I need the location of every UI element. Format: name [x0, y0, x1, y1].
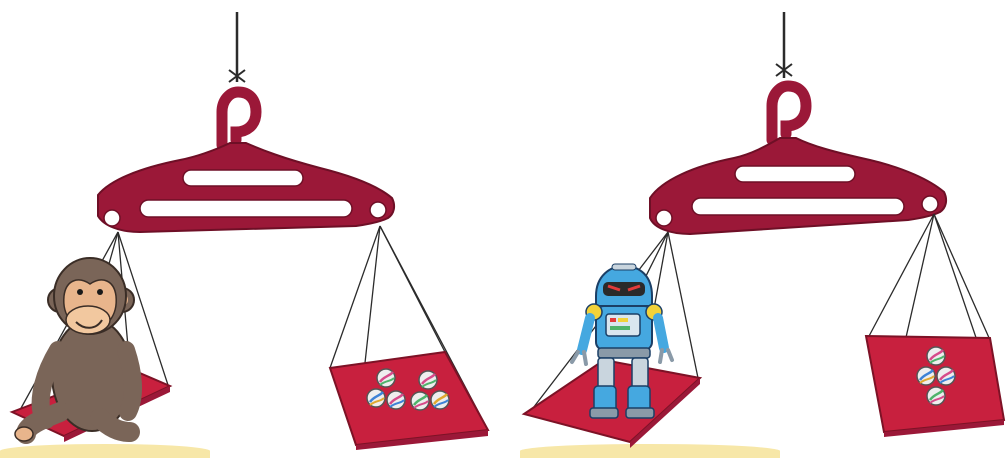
- marble-icon: [927, 387, 945, 405]
- right-hanger-body: [650, 138, 946, 234]
- right-hanger-scale: [524, 12, 1004, 448]
- marble-icon: [377, 369, 395, 387]
- left-hanger-scale: [12, 12, 488, 450]
- left-hanger-slot-bottom: [140, 200, 352, 217]
- left-hanger-end-notch-right: [370, 202, 386, 218]
- left-hanger-body: [98, 143, 394, 232]
- right-hanger-slot-bottom: [692, 198, 904, 215]
- left-hanger-hook: [222, 92, 256, 145]
- left-hanger-end-notch-left: [104, 210, 120, 226]
- monkey-toy: [15, 258, 134, 441]
- marble-icon: [937, 367, 955, 385]
- marble-icon: [367, 389, 385, 407]
- marble-icon: [431, 391, 449, 409]
- right-hanger-end-notch-left: [656, 210, 672, 226]
- left-scale-right-pan: [330, 352, 488, 445]
- marble-icon: [411, 392, 429, 410]
- right-hanger-slot-top: [735, 166, 855, 182]
- marble-icon: [419, 371, 437, 389]
- right-hanger-hook: [772, 86, 806, 140]
- right-hanger-end-notch-right: [922, 196, 938, 212]
- marble-icon: [927, 347, 945, 365]
- marble-icon: [387, 391, 405, 409]
- left-hanger-slot-top: [183, 170, 303, 186]
- marble-icon: [917, 367, 935, 385]
